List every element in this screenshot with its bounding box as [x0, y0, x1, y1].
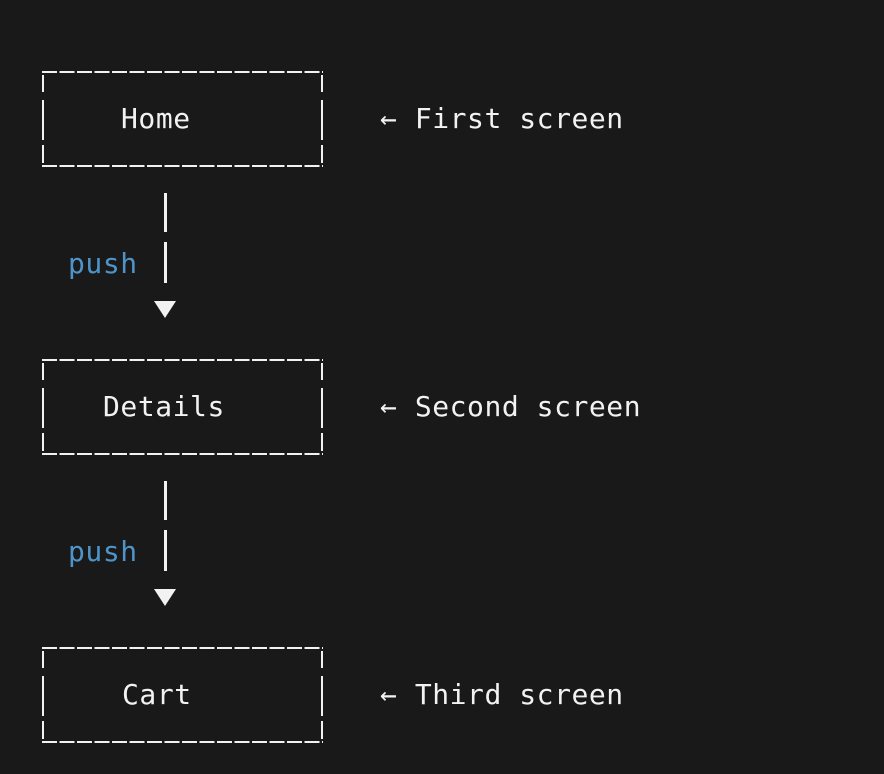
annotation-first-screen: ← First screen: [380, 102, 624, 135]
push-arrow-line-segment: [164, 481, 167, 520]
push-transition-label: push: [68, 247, 138, 280]
arrow-head-down-icon: [154, 589, 176, 606]
push-transition-label: push: [68, 535, 138, 568]
screen-label-cart: Cart: [122, 678, 192, 711]
screen-box-home: Home: [42, 71, 323, 167]
push-arrow-line-segment: [164, 242, 167, 283]
push-arrow-line-segment: [164, 530, 167, 571]
screen-box-details: Details: [42, 359, 323, 455]
screen-box-cart: Cart: [42, 647, 323, 743]
screen-label-home: Home: [121, 102, 191, 135]
annotation-second-screen: ← Second screen: [380, 390, 642, 423]
push-arrow-line-segment: [164, 193, 167, 232]
arrow-head-down-icon: [154, 301, 176, 318]
annotation-third-screen: ← Third screen: [380, 678, 624, 711]
screen-label-details: Details: [103, 390, 225, 423]
